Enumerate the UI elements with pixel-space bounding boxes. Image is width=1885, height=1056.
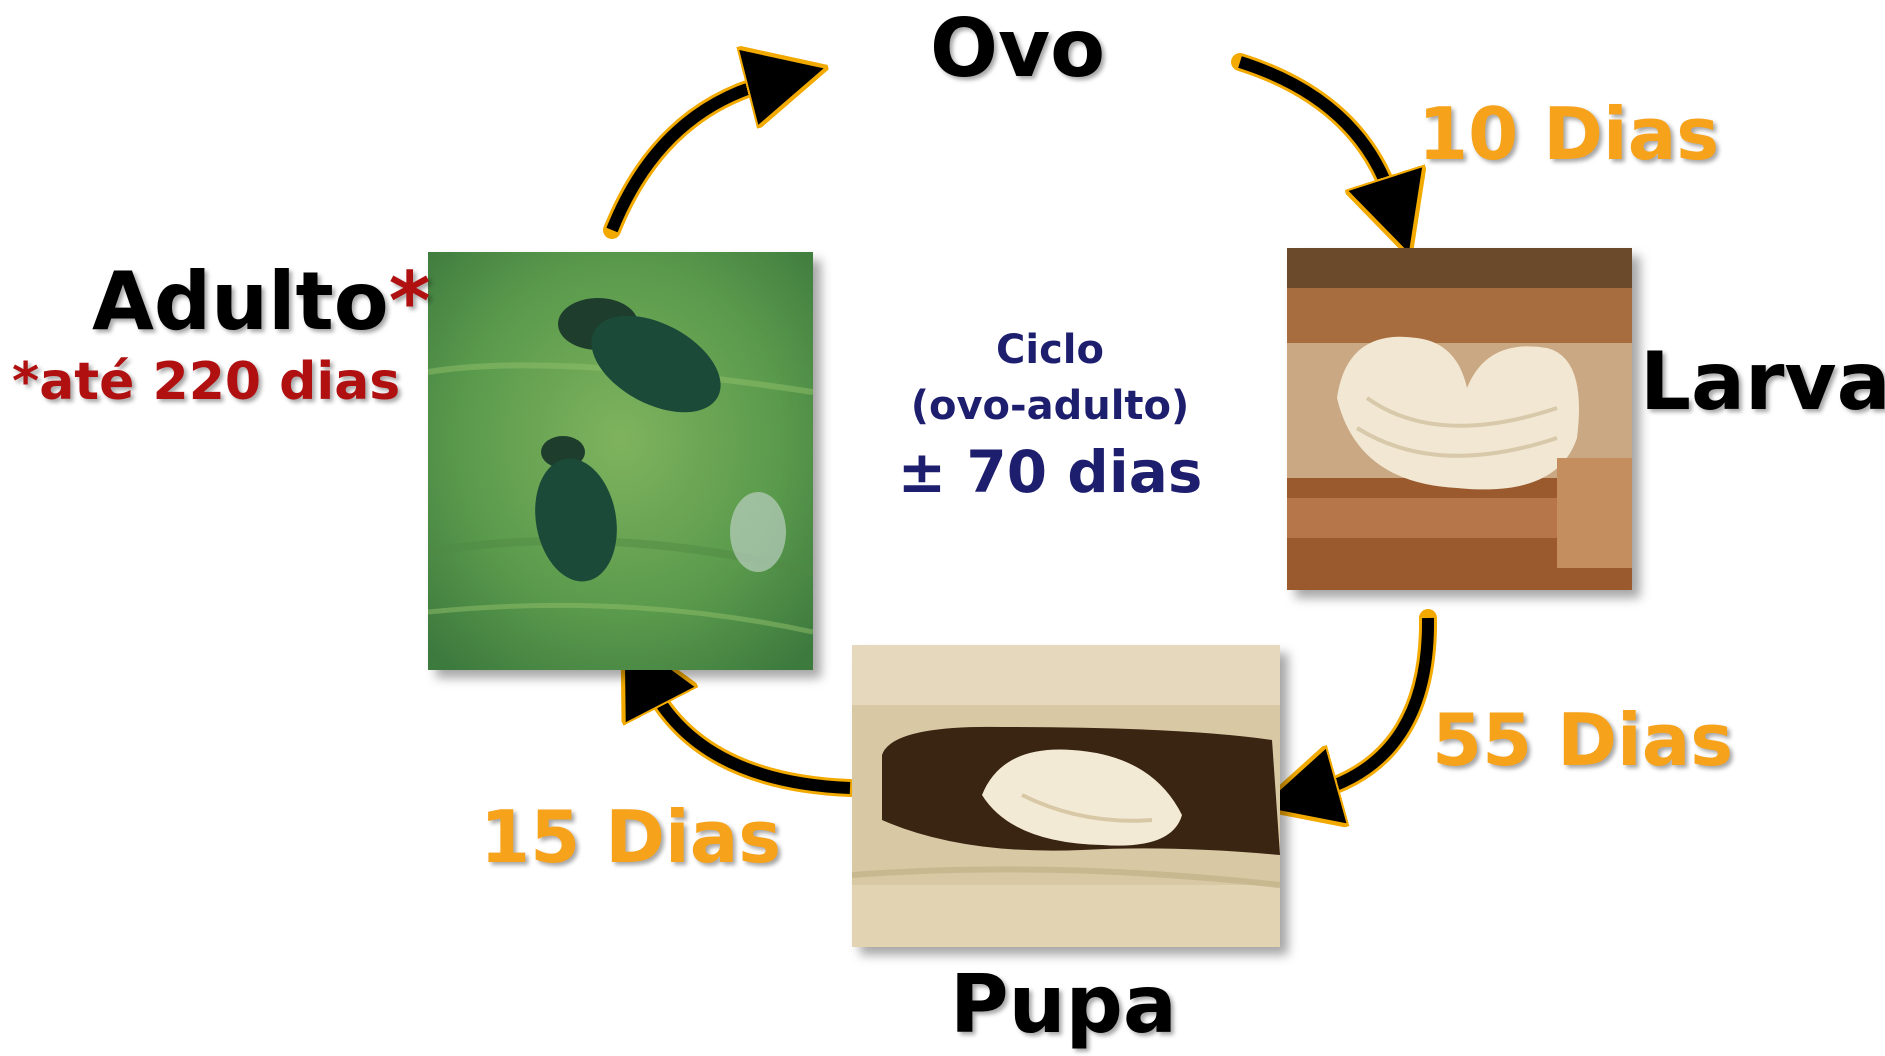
arrow-larva-to-pupa [1315, 609, 1438, 792]
adult-name: Adulto [92, 255, 389, 348]
adult-beetle-photo [428, 252, 813, 670]
cycle-summary: Ciclo (ovo-adulto) ± 70 dias [865, 322, 1235, 510]
adult-asterisk: * [388, 255, 431, 348]
duration-egg-to-larva: 10 Dias [1418, 92, 1720, 176]
arrow-pupa-to-adult [650, 685, 859, 797]
pupa-photo [852, 645, 1280, 947]
cycle-line1: Ciclo [996, 327, 1104, 373]
duration-pupa-to-adult: 15 Dias [480, 795, 782, 879]
stage-egg-label: Ovo [930, 2, 1106, 95]
arrow-adult-to-egg [603, 82, 770, 239]
cycle-line3: ± 70 dias [897, 438, 1203, 506]
stage-pupa-label: Pupa [950, 958, 1177, 1051]
arrow-egg-to-larva [1231, 53, 1392, 200]
stage-larva-label: Larva [1640, 335, 1885, 428]
larva-photo [1287, 248, 1632, 590]
stage-adult-label: Adulto* [92, 255, 431, 348]
duration-larva-to-pupa: 55 Dias [1432, 698, 1734, 782]
adult-note: *até 220 dias [12, 352, 401, 412]
cycle-line2: (ovo-adulto) [910, 383, 1190, 429]
